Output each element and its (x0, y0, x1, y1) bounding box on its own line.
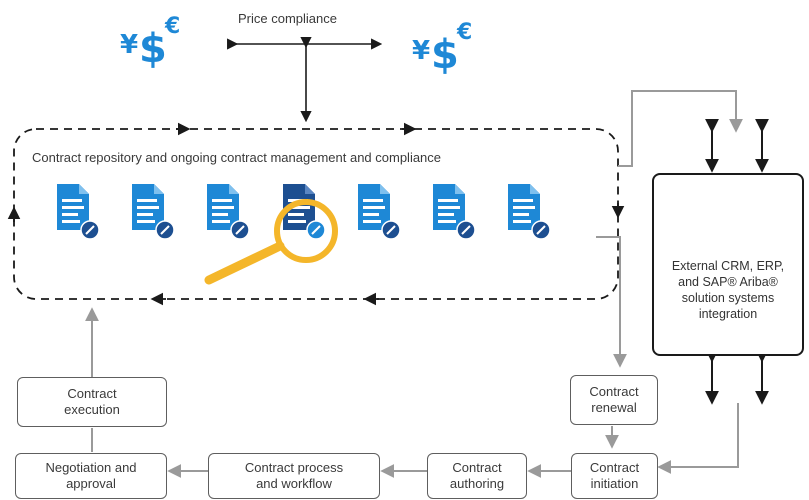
repository-label: Contract repository and ongoing contract… (32, 150, 442, 165)
step-label-line: authoring (449, 476, 505, 491)
step-label-line: Contract (67, 386, 117, 401)
external-system-line: solution systems (681, 291, 775, 305)
step-label-line: Contract (589, 460, 640, 475)
step-label-line: Contract (452, 460, 502, 475)
contract-initiation-box: Contract initiation (571, 453, 658, 499)
yen-symbol: ¥ (120, 30, 139, 60)
magnifier-icon (204, 199, 338, 285)
repository-loop (13, 128, 619, 300)
document-icon (433, 184, 476, 240)
document-icon (358, 184, 401, 240)
step-label-line: and workflow (256, 476, 332, 491)
step-label-line: Contract process (244, 460, 344, 475)
document-icon (132, 184, 175, 240)
external-system-line: and SAP® Ariba® (678, 275, 778, 289)
dollar-symbol: $ (139, 26, 167, 72)
highlighted-document-icon (283, 184, 326, 240)
external-system-box: External CRM, ERP, and SAP® Ariba® solut… (652, 173, 804, 356)
step-label-line: Contract (589, 384, 639, 399)
euro-symbol: € (165, 14, 181, 39)
negotiation-approval-box: Negotiation and approval (15, 453, 167, 499)
contract-authoring-box: Contract authoring (427, 453, 527, 499)
step-label-line: approval (66, 476, 116, 491)
step-label-line: renewal (591, 400, 637, 415)
price-compliance-title: Price compliance (238, 11, 337, 26)
external-system-line: External CRM, ERP, (671, 259, 785, 273)
loop-to-renewal-line (596, 236, 627, 368)
currency-icon-left: ¥ $ € (120, 14, 190, 76)
yen-symbol: ¥ (412, 36, 431, 66)
document-icon (57, 184, 100, 240)
contract-renewal-box: Contract renewal (570, 375, 658, 425)
euro-symbol: € (457, 20, 473, 45)
step-label-line: initiation (590, 476, 639, 491)
dollar-symbol: $ (431, 32, 459, 78)
contract-execution-box: Contract execution (17, 377, 167, 427)
external-system-line: integration (698, 307, 758, 321)
external-to-initiation-line (657, 403, 739, 474)
step-label-line: execution (64, 402, 120, 417)
document-icon (207, 184, 250, 240)
loop-to-external-line (618, 90, 743, 167)
step-label-line: Negotiation and (45, 460, 137, 475)
contract-process-box: Contract process and workflow (208, 453, 380, 499)
document-icon (508, 184, 551, 240)
currency-icon-right: ¥ $ € (412, 20, 482, 82)
